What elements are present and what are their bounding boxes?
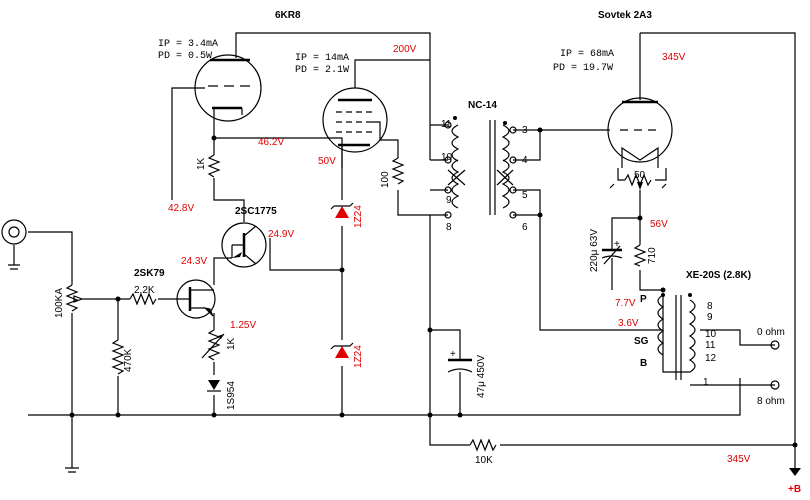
fet-label: 2SK79: [134, 268, 165, 279]
terminal-0ohm-icon[interactable]: [770, 340, 780, 350]
output-tube-2a3-icon: [607, 97, 673, 168]
bjt-label: 2SC1775: [235, 206, 277, 217]
wiring: [8, 32, 796, 473]
triode-6kr8-icon: [194, 54, 262, 138]
ot-pin-11: 11: [705, 340, 716, 351]
cathode-capacitor-icon: +: [601, 239, 623, 265]
svg-text:+: +: [450, 349, 456, 360]
bjt-2sc1775-icon: [221, 222, 267, 268]
cathode-res-label: 710: [647, 247, 658, 264]
nc14-pin-4: 4: [522, 155, 528, 166]
nc14-pin-10: 10: [441, 152, 453, 163]
plate-stop-label: 100: [380, 171, 391, 188]
ot-pin-1: 1: [703, 377, 709, 388]
terminal-8ohm-icon[interactable]: [770, 380, 780, 390]
ot-pin-8: 8: [707, 301, 713, 312]
voltage-56v: 56V: [650, 219, 668, 230]
volume-pot-label: 100KA: [54, 288, 65, 318]
interstage-transformer-icon: [444, 116, 517, 219]
ot-pin-10: 10: [705, 329, 717, 340]
pentode-pd: PD = 2.1W: [295, 65, 349, 76]
cathode-cap-label: 220μ 63V: [589, 229, 600, 272]
gate-resistor-label: 2.2K: [134, 285, 155, 296]
hum-pot-icon: [609, 173, 667, 190]
voltage-24-9v: 24.9V: [268, 229, 294, 240]
output-pd: PD = 19.7W: [553, 63, 613, 74]
collector-resistor-icon: [207, 154, 221, 178]
voltage-1-25v: 1.25V: [230, 320, 256, 331]
ot-pin-sg: SG: [634, 336, 649, 347]
voltage-345v-bottom: 345V: [727, 454, 751, 465]
output-ip: IP = 68mA: [560, 49, 614, 60]
ot-pin-12: 12: [705, 353, 717, 364]
output-transformer-name: XE-20S (2.8K): [686, 270, 751, 281]
gate-leak-label: 470K: [123, 348, 134, 372]
voltage-3-6v: 3.6V: [618, 318, 639, 329]
supply-arrow-icon: [789, 445, 801, 476]
output-transformer-icon: [657, 293, 696, 380]
junctions: [69, 127, 798, 448]
svg-text:+: +: [614, 239, 620, 250]
nc14-pin-5: 5: [522, 190, 528, 201]
voltage-24-3v: 24.3V: [181, 256, 207, 267]
voltage-200v: 200V: [393, 44, 417, 55]
volume-pot-icon[interactable]: [65, 284, 84, 312]
zener-top-label: 1Z24: [353, 205, 364, 228]
zener-top-icon: [330, 202, 354, 218]
fet-2sk79-icon: [176, 279, 216, 319]
nc14-pin-6: 6: [522, 222, 528, 233]
voltage-7-7v: 7.7V: [615, 298, 636, 309]
diode-label: 1S954: [226, 381, 237, 410]
feed-resistor-label: 10K: [475, 455, 493, 466]
voltage-42-8v: 42.8V: [168, 203, 194, 214]
driver-tube-name: 6KR8: [275, 10, 301, 21]
plate-stop-resistor-icon: [391, 157, 405, 185]
voltage-labels: 200V 345V 46.2V 50V 42.8V 24.9V 24.3V 1.…: [168, 44, 751, 465]
ot-pin-p: P: [640, 294, 647, 305]
pentode-6kr8-icon: [322, 87, 388, 170]
voltage-46-2v: 46.2V: [258, 137, 284, 148]
voltage-50v: 50V: [318, 156, 336, 167]
gate-leak-resistor-icon: [111, 339, 125, 375]
zener-bottom-icon: [330, 342, 354, 358]
output-0ohm-label: 0 ohm: [757, 327, 785, 338]
source-resistor-icon: [201, 329, 225, 361]
triode-pd: PD = 0.5W: [158, 51, 212, 62]
gate-resistor-icon: [129, 292, 157, 306]
interstage-name: NC-14: [468, 100, 497, 111]
output-8ohm-label: 8 ohm: [757, 396, 785, 407]
source-resistor-label: 1K: [226, 337, 237, 350]
nc14-pin-11: 11: [441, 119, 452, 130]
voltage-345v-top: 345V: [662, 52, 686, 63]
collector-resistor-label: 1K: [196, 157, 207, 170]
input-jack-icon[interactable]: [1, 219, 27, 245]
triode-ip: IP = 3.4mA: [158, 39, 218, 50]
nc14-pin-8: 8: [446, 222, 452, 233]
diode-1s954-icon: [207, 380, 221, 392]
output-tube-name: Sovtek 2A3: [598, 10, 652, 21]
filter-cap-label: 47μ 450V: [476, 355, 487, 398]
filter-capacitor-icon: +: [447, 349, 473, 380]
hum-pot-label: 50: [634, 170, 646, 181]
supply-label: +B: [788, 484, 801, 495]
ot-pin-b: B: [640, 358, 647, 369]
nc14-pin-9: 9: [446, 195, 452, 206]
ot-pin-9: 9: [707, 312, 713, 323]
zener-bottom-label: 1Z24: [353, 345, 364, 368]
nc14-pin-3: 3: [522, 125, 528, 136]
pentode-ip: IP = 14mA: [295, 53, 349, 64]
feed-resistor-icon: [469, 438, 497, 452]
cathode-resistor-icon: [633, 244, 647, 267]
